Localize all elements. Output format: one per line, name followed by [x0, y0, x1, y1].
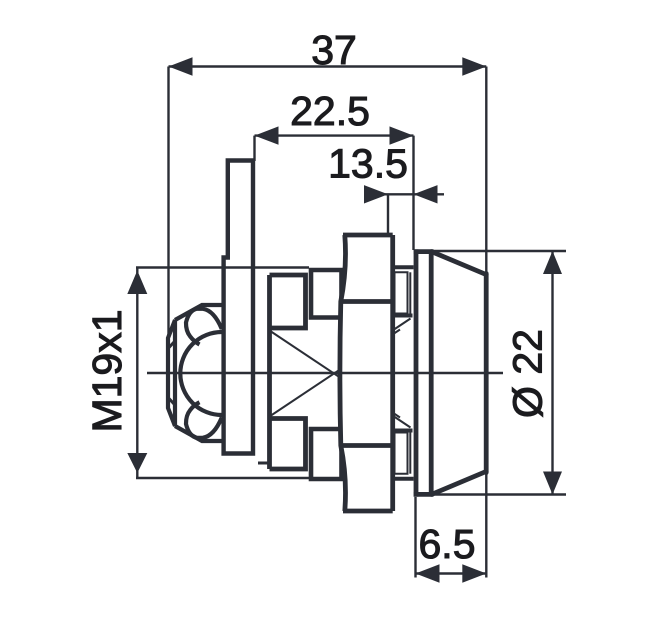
- svg-text:Ø 22: Ø 22: [505, 329, 551, 418]
- svg-text:M19x1: M19x1: [84, 309, 130, 432]
- svg-text:13.5: 13.5: [328, 141, 408, 187]
- svg-text:37: 37: [311, 27, 357, 73]
- svg-text:6.5: 6.5: [419, 521, 476, 567]
- svg-text:22.5: 22.5: [290, 88, 370, 134]
